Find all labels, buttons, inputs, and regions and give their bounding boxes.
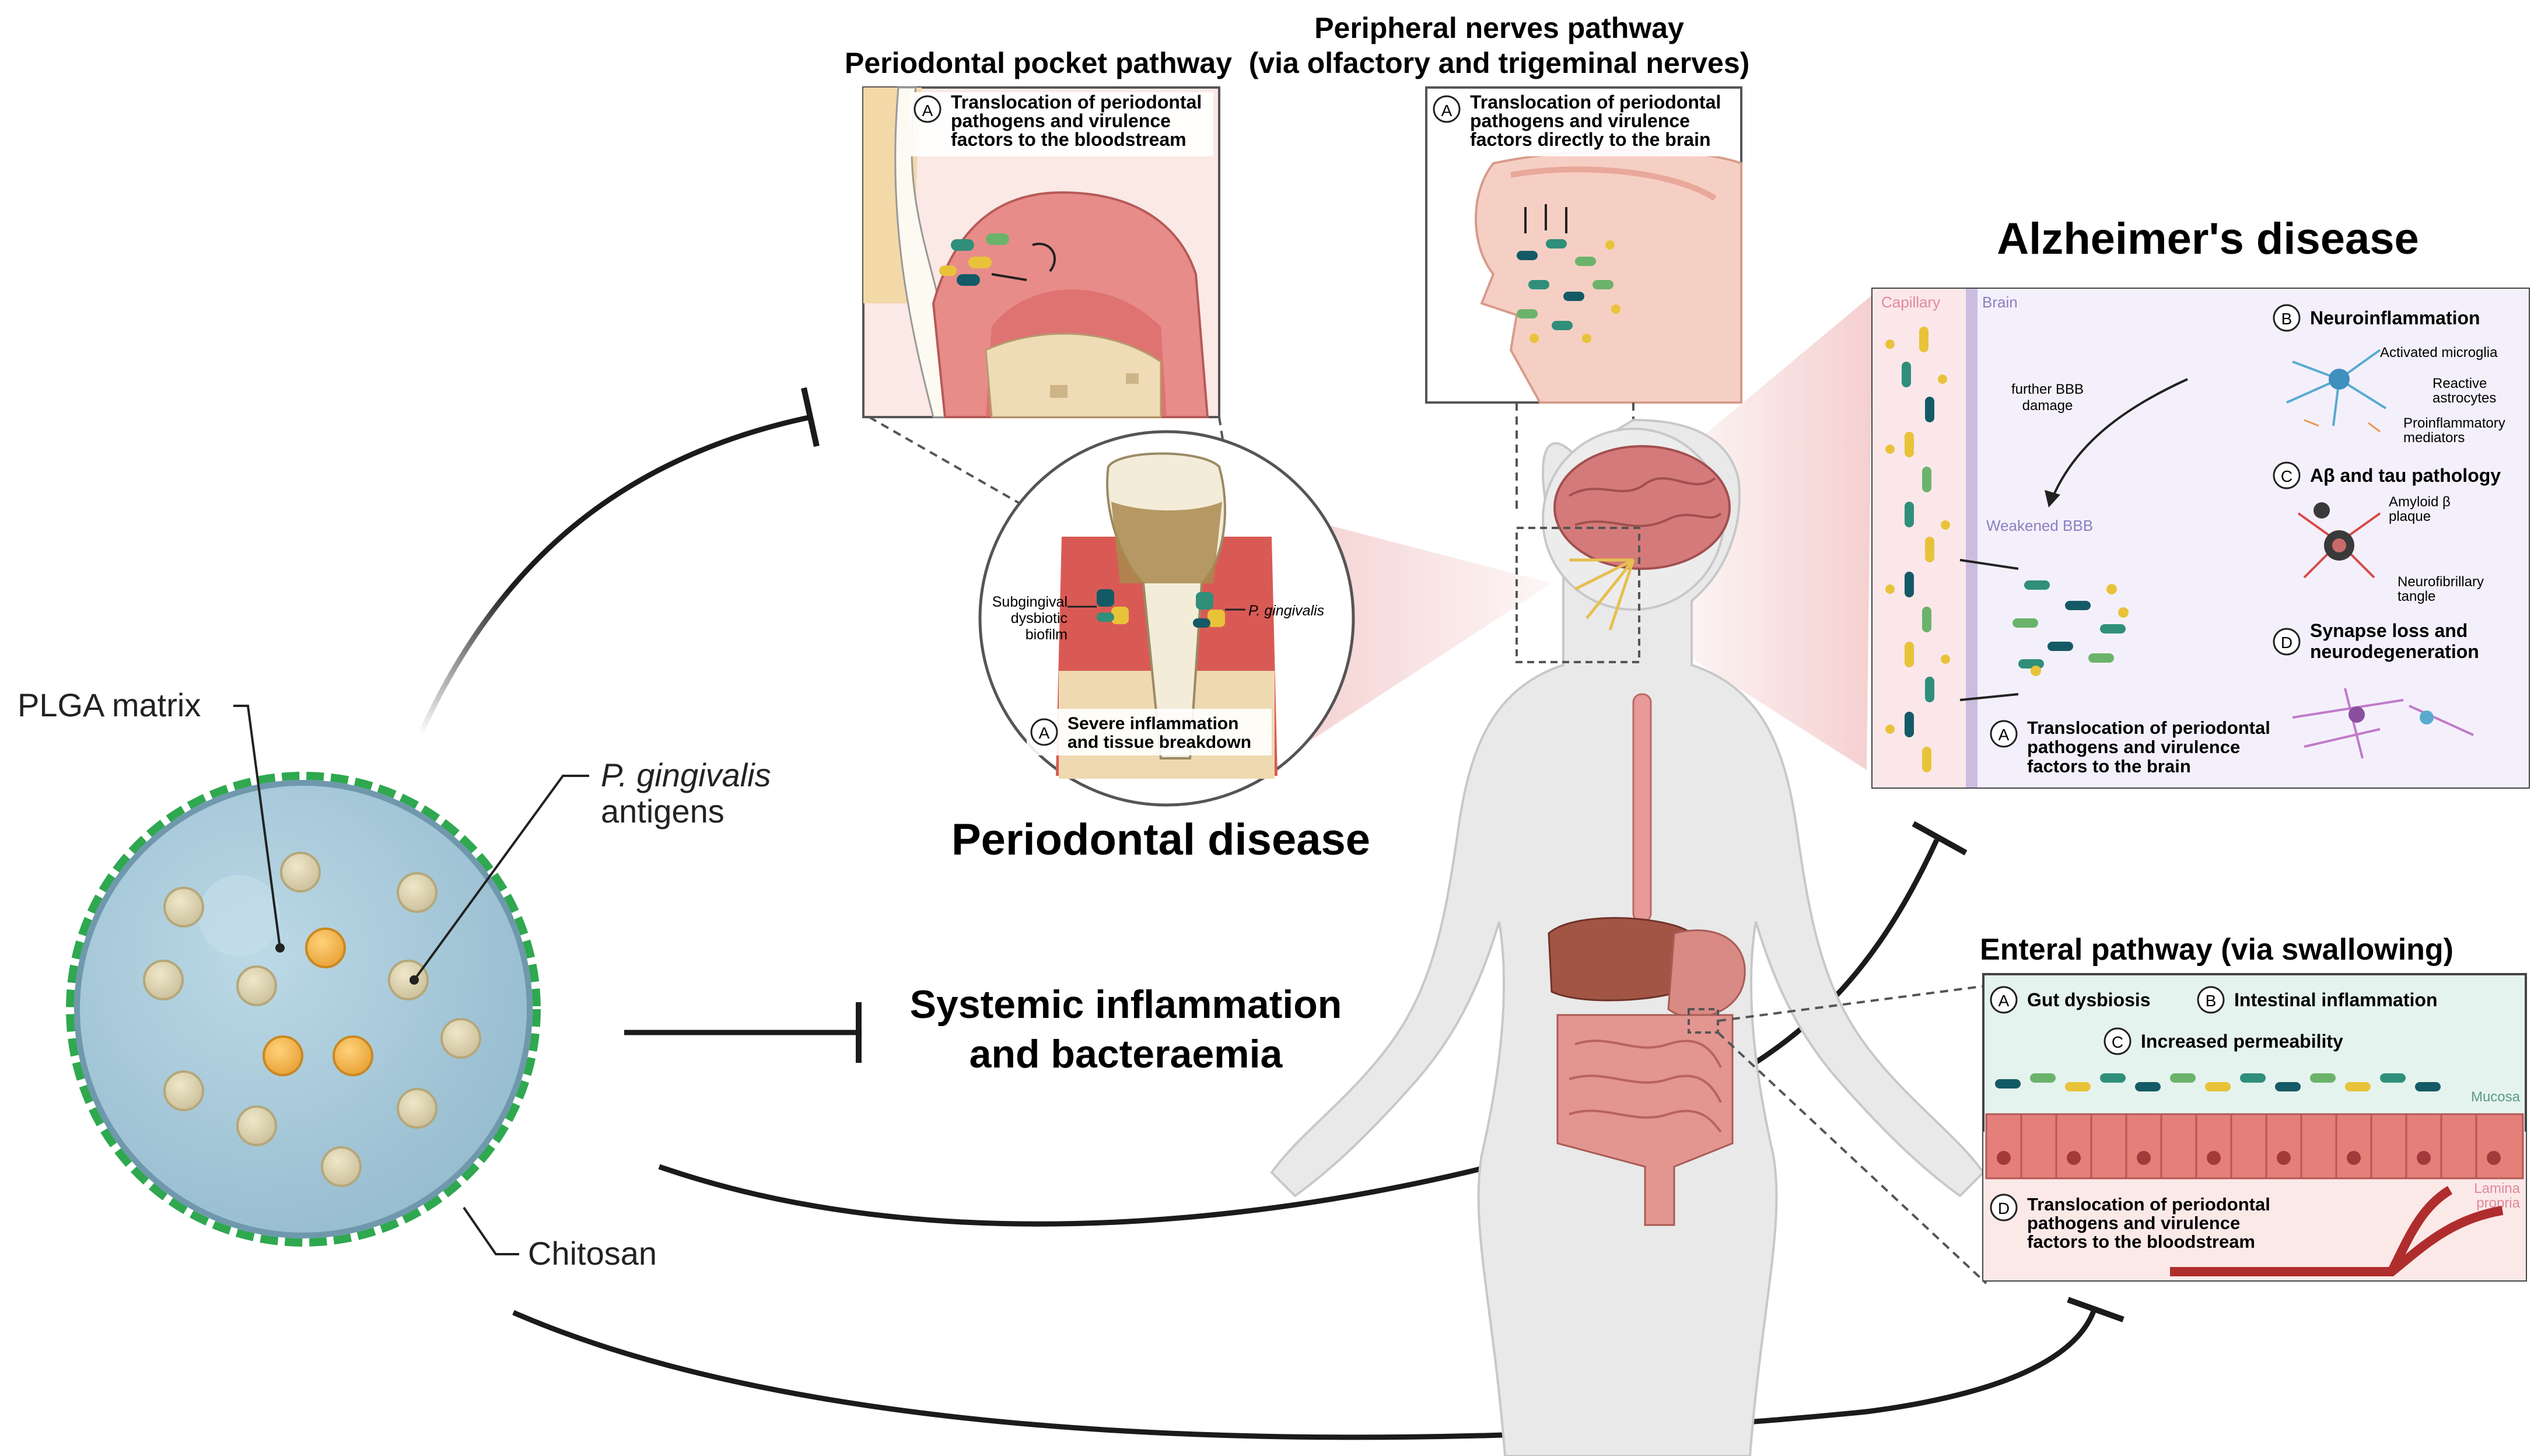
enteral-title: Enteral pathway (via swallowing) [1980, 933, 2454, 967]
arrow-to-periodontal-pocket [417, 414, 811, 736]
microglia-label: Activated microglia [2380, 345, 2498, 360]
mucosa-label: Mucosa [2471, 1089, 2521, 1105]
mediators-line-1: Proinflammatory [2403, 415, 2505, 431]
human-figure [1270, 295, 1987, 1456]
pg-label: P. gingivalis [1248, 603, 1324, 619]
severe-step-letter: A [1039, 724, 1050, 742]
pocket-step-line-2: pathogens and virulence [951, 110, 1171, 131]
brain [1553, 445, 1731, 570]
enteral-c-label: Increased permeability [2141, 1031, 2343, 1052]
enteral-d-letter: D [1998, 1199, 2010, 1217]
enteral-b-label: Intestinal inflammation [2234, 989, 2437, 1010]
enteral-d-line-2: pathogens and virulence [2027, 1213, 2240, 1233]
systemic-line-2: and bacteraemia [970, 1032, 1283, 1076]
systemic-label: Systemic inflammation and bacteraemia [910, 982, 1342, 1076]
enteral-d-line-1: Translocation of periodontal [2027, 1194, 2270, 1214]
peripheral-step-line-1: Translocation of periodontal [1470, 92, 1721, 113]
antigen-leader [413, 775, 589, 981]
tangle-line-2: tangle [2398, 589, 2435, 604]
arrow-bar-enteral [2067, 1297, 2124, 1322]
enteral-a-label: Gut dysbiosis [2027, 989, 2151, 1010]
astrocytes-line-2: astrocytes [2432, 390, 2496, 406]
peripheral-step-line-2: pathogens and virulence [1470, 110, 1690, 131]
arrow-bar-alzheimers [1912, 821, 1968, 856]
plga-leader [233, 705, 281, 949]
abeta-letter: C [2281, 467, 2292, 485]
periodontal-pocket-title: Periodontal pocket pathway [845, 47, 1232, 79]
plga-label: PLGA matrix [18, 687, 201, 723]
enteral-d-line-3: factors to the bloodstream [2027, 1231, 2255, 1252]
nanoparticle: PLGA matrix P. gingivalis antigens Chito… [18, 687, 771, 1272]
alzheimers-panel: Alzheimer's disease Capillary Brain [1871, 214, 2530, 789]
chitosan-label: Chitosan [528, 1235, 657, 1272]
peripheral-step-letter: A [1441, 102, 1452, 120]
enteral-b-letter: B [2206, 992, 2217, 1010]
bbb-damage-line-2: damage [2022, 398, 2073, 414]
synapse-title-line-2: neurodegeneration [2310, 641, 2479, 662]
arrow-bar-periodontal-pocket [801, 387, 820, 447]
alzheimers-title: Alzheimer's disease [1997, 214, 2419, 264]
tangle-line-1: Neurofibrillary [2398, 574, 2484, 590]
chitosan-leader [463, 1206, 519, 1255]
abeta-title: Aβ and tau pathology [2310, 465, 2501, 486]
periodontal-pocket-panel: Periodontal pocket pathway A Translocati… [845, 47, 1232, 418]
neuro-title: Neuroinflammation [2310, 307, 2480, 328]
plga-matrix-sphere [74, 780, 533, 1238]
blood-vessel [2170, 1186, 2504, 1276]
capillary-bacteria [1885, 327, 1950, 772]
severe-line-1: Severe inflammation [1068, 714, 1238, 733]
pocket-step-letter: A [922, 102, 933, 120]
enteral-a-letter: A [1999, 992, 2010, 1010]
peripheral-step-line-3: factors directly to the brain [1470, 129, 1711, 150]
brain-label: Brain [1982, 293, 2018, 311]
severe-line-2: and tissue breakdown [1068, 733, 1251, 752]
biofilm-line-2: dysbiotic [1011, 610, 1068, 626]
weakened-bbb-label: Weakened BBB [1986, 517, 2093, 534]
peripheral-title-line-1: Peripheral nerves pathway [1314, 12, 1684, 44]
synapse-title-line-1: Synapse loss and [2310, 620, 2468, 641]
antigen-label-italic: P. gingivalis [601, 757, 771, 793]
pocket-step-line-3: factors to the bloodstream [951, 129, 1186, 150]
alz-translocation-letter: A [1999, 726, 2010, 744]
enteral-panel: Enteral pathway (via swallowing) A Gut d… [1980, 933, 2527, 1282]
astrocytes-line-1: Reactive [2432, 376, 2487, 391]
antigen-beads [143, 852, 481, 1187]
bbb-damage-line-1: further BBB [2011, 382, 2084, 397]
peripheral-nerves-panel: Peripheral nerves pathway (via olfactory… [1249, 12, 1750, 404]
peripheral-title-line-2: (via olfactory and trigeminal nerves) [1249, 47, 1750, 79]
biofilm-line-1: Subgingival [992, 594, 1068, 610]
neuro-letter: B [2281, 310, 2292, 328]
synapse-letter: D [2281, 634, 2292, 652]
enteral-c-letter: C [2112, 1033, 2123, 1051]
periodontal-disease-circle: Subgingival dysbiotic biofilm P. gingiva… [869, 402, 1634, 864]
mediators-line-2: mediators [2403, 430, 2465, 446]
epithelium [1985, 1113, 2524, 1180]
capillary-label: Capillary [1881, 293, 1940, 311]
biofilm-line-3: biofilm [1026, 626, 1068, 643]
alz-translocation-line-3: factors to the brain [2027, 756, 2191, 776]
gut-bacteria [1995, 1073, 2441, 1091]
pocket-step-line-1: Translocation of periodontal [951, 92, 1202, 113]
systemic-line-1: Systemic inflammation [910, 982, 1342, 1027]
alz-translocation-line-2: pathogens and virulence [2027, 737, 2240, 757]
lamina-line-1: Lamina [2474, 1181, 2520, 1196]
arrow-to-enteral [512, 1308, 2097, 1440]
antigen-label-rest: antigens [601, 793, 724, 830]
periodontal-disease-title: Periodontal disease [951, 815, 1370, 864]
alz-translocation-line-1: Translocation of periodontal [2027, 718, 2270, 738]
chitosan-coating [66, 772, 541, 1247]
brain-bacteria [2013, 580, 2129, 676]
amyloid-line-2: plaque [2389, 509, 2431, 524]
amyloid-line-1: Amyloid β [2389, 494, 2451, 510]
